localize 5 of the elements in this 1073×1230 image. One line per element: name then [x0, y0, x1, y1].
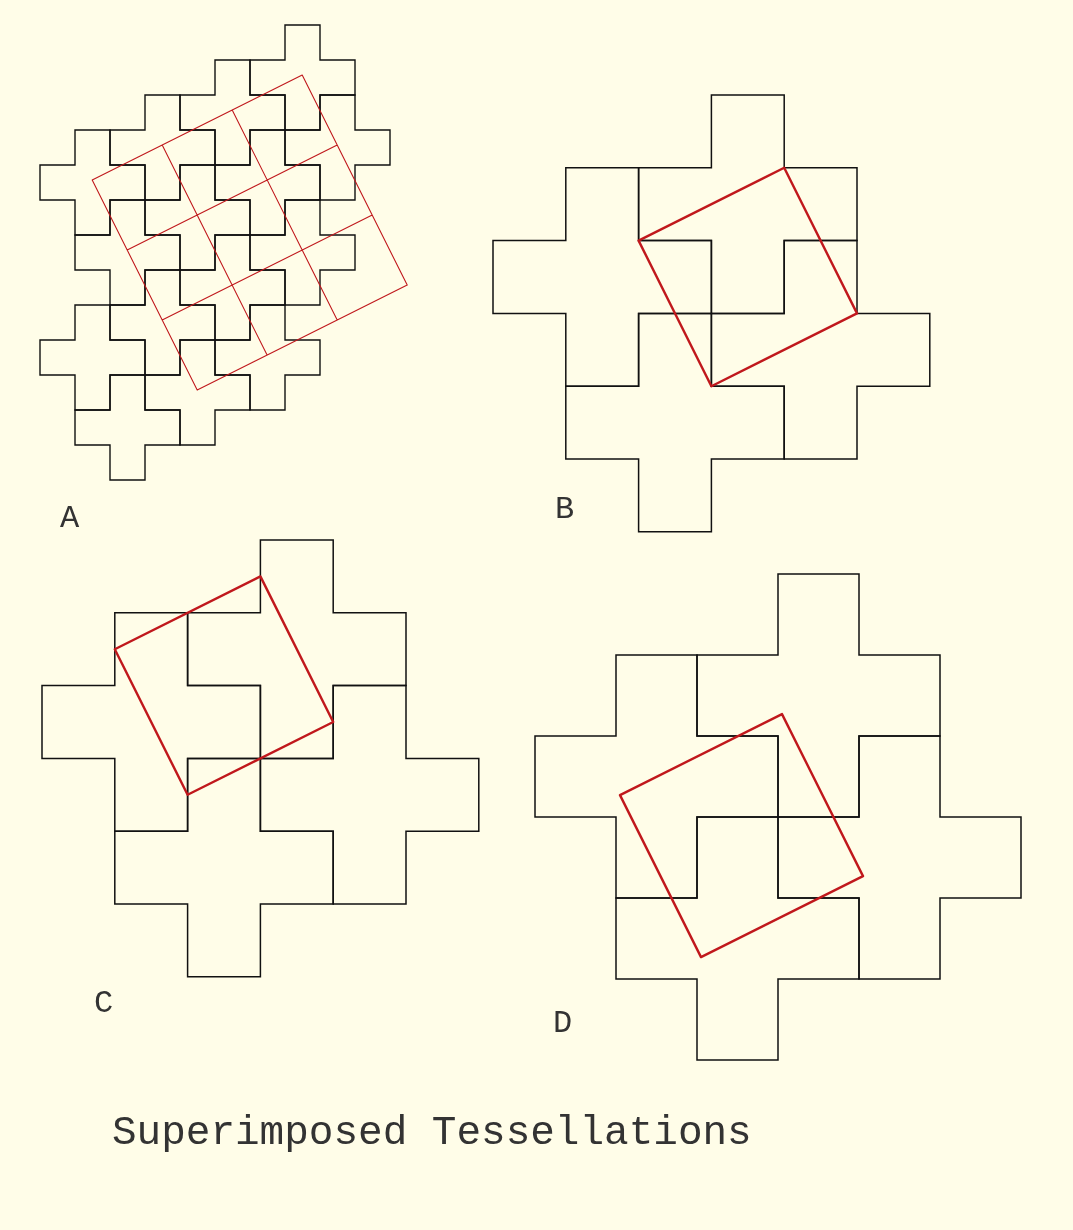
panel-letter: A: [60, 503, 80, 535]
panel-letter: B: [555, 494, 575, 526]
panel-letter: D: [553, 1008, 573, 1040]
panel-letter: C: [94, 988, 114, 1020]
diagram-title: Superimposed Tessellations: [112, 1113, 752, 1154]
